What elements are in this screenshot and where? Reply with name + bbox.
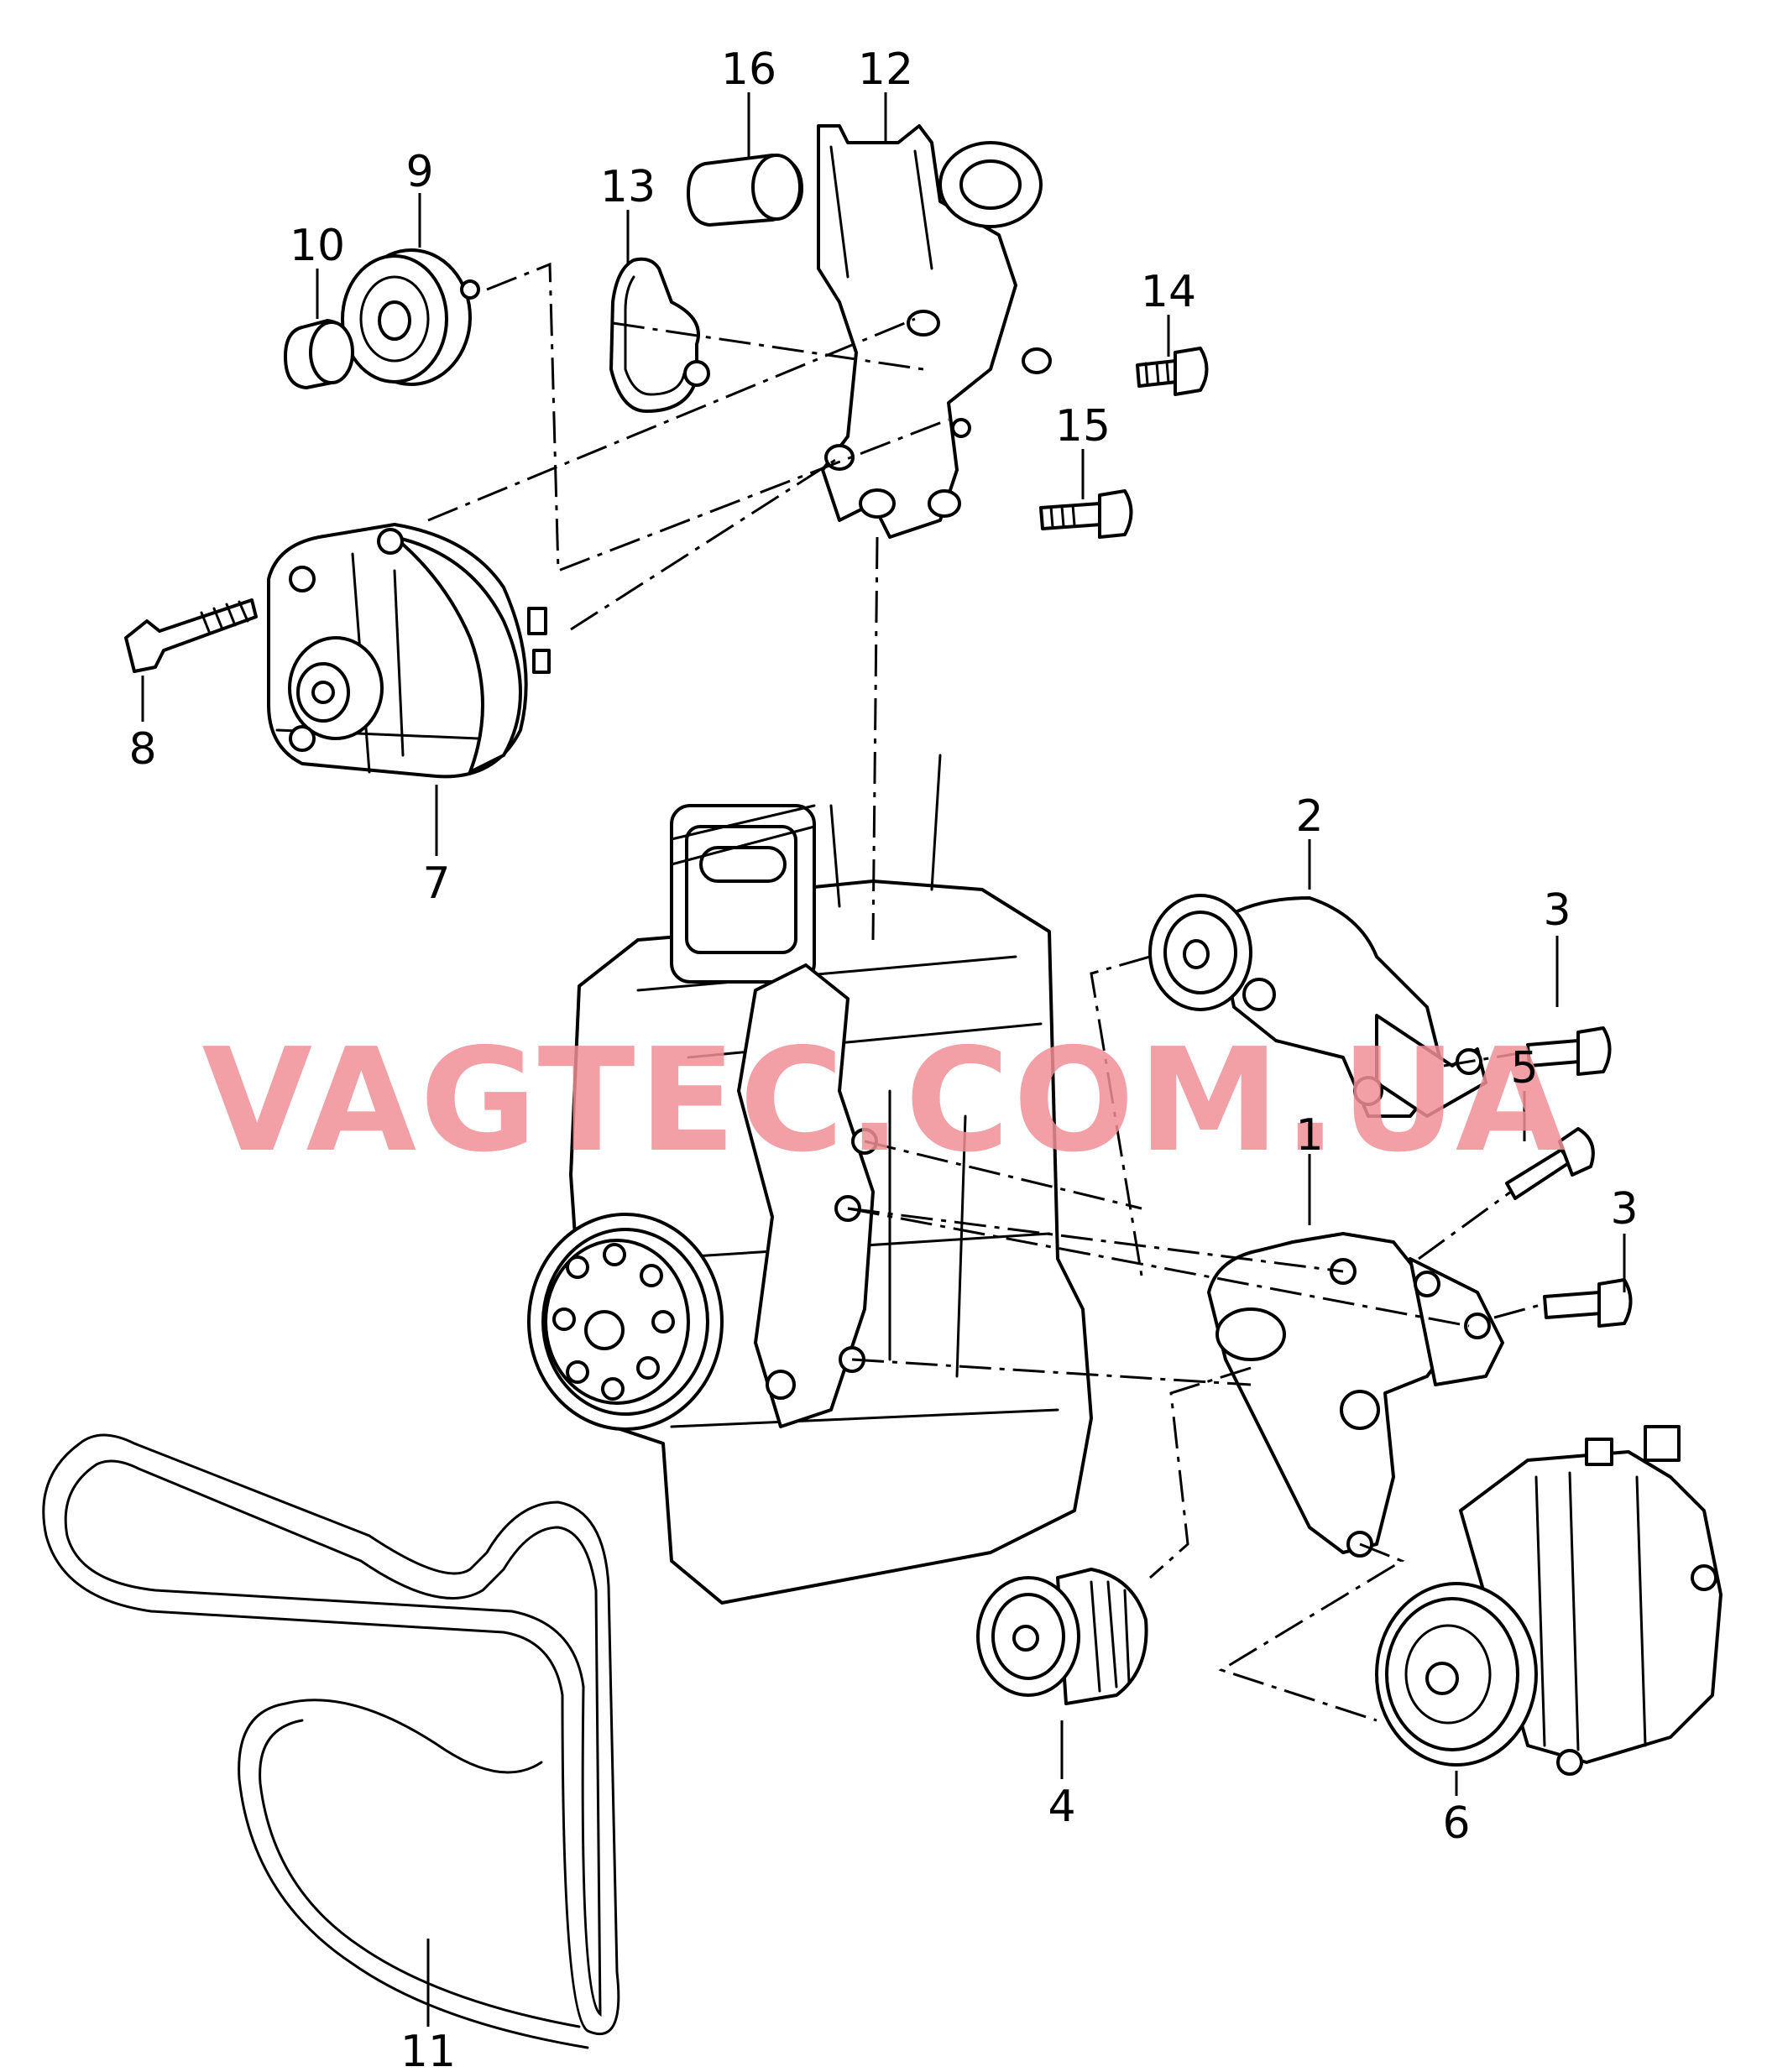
bolt-14 (1136, 347, 1209, 396)
callout-2: 2 (1295, 791, 1323, 842)
watermark-text: VAGTEC.COM.UA (202, 1018, 1570, 1184)
callout-13: 13 (600, 162, 656, 212)
tensioner-pulley (976, 1568, 1148, 1705)
callout-5: 5 (1510, 1043, 1538, 1093)
callout-3-upper: 3 (1543, 885, 1571, 936)
callout-4: 4 (1048, 1782, 1075, 1832)
bracket-housing (817, 124, 1052, 539)
compressor-bracket (1207, 1232, 1504, 1558)
callouts: 1 2 3 3 4 5 6 7 8 9 10 11 12 13 14 15 16 (128, 44, 1638, 2072)
callout-15: 15 (1055, 401, 1111, 451)
bolt-8 (124, 598, 258, 673)
callout-7: 7 (422, 859, 450, 909)
callout-8: 8 (128, 724, 156, 775)
callout-9: 9 (405, 147, 433, 197)
sleeve (687, 154, 803, 227)
callout-16: 16 (721, 44, 776, 95)
callout-6: 6 (1442, 1798, 1470, 1849)
bolt-3-lower (1543, 1278, 1633, 1328)
callout-11: 11 (400, 2027, 456, 2072)
assembly-lines (427, 262, 1541, 1722)
callout-12: 12 (858, 44, 913, 95)
ribbed-belt (42, 1433, 620, 2049)
bolt-15 (1039, 489, 1133, 539)
bolt-3-upper (1526, 1026, 1612, 1076)
idler-pulley (341, 248, 480, 386)
callout-3-lower: 3 (1610, 1184, 1638, 1234)
leader-lines (141, 92, 1626, 2027)
gasket (609, 257, 710, 413)
bolt-5 (1505, 1127, 1595, 1200)
cap (284, 319, 354, 389)
callout-1: 1 (1295, 1110, 1323, 1161)
engine-block (527, 754, 1093, 1605)
ac-compressor (1375, 1425, 1723, 1776)
callout-10: 10 (290, 221, 345, 271)
callout-14: 14 (1141, 267, 1196, 317)
tensioner (1148, 894, 1487, 1118)
alternator (267, 523, 551, 779)
